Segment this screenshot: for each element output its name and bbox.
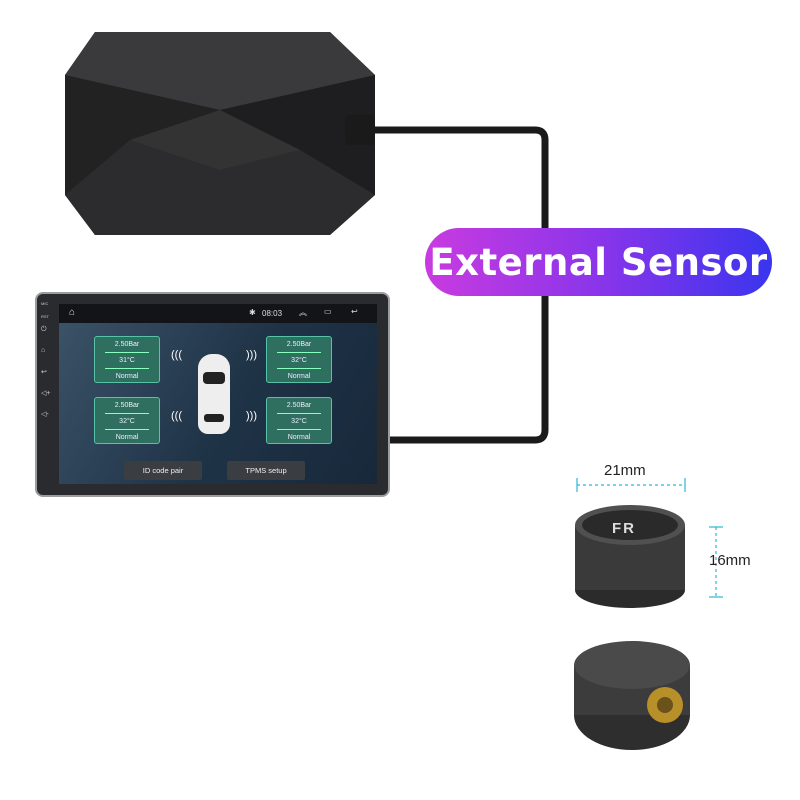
expand-icon[interactable]: ︽: [299, 308, 307, 317]
clock: 08:03: [262, 309, 283, 318]
recent-apps-icon[interactable]: ▭: [324, 307, 332, 316]
bluetooth-icon: ✱: [249, 308, 256, 317]
sensor-height-label: 16mm: [709, 552, 751, 569]
sensor-cap-label: FR: [612, 520, 636, 537]
power-icon[interactable]: ⏻: [41, 326, 47, 333]
receiver-module: [65, 32, 375, 235]
id-code-pair-button[interactable]: ID code pair: [124, 461, 202, 480]
home-icon[interactable]: ⌂: [69, 307, 76, 318]
signal-icon: (((: [171, 410, 182, 422]
car-icon: [198, 354, 230, 434]
sensor-width-label: 21mm: [604, 462, 646, 479]
back-icon[interactable]: ↩: [41, 369, 47, 376]
mic-label: MIC: [41, 301, 49, 306]
external-sensor-badge: External Sensor: [425, 228, 772, 296]
status-bar: ⌂ ✱ 08:03 ︽ ▭ ↩: [59, 304, 377, 323]
volume-up-icon[interactable]: ◁+: [41, 390, 51, 397]
volume-down-icon[interactable]: ◁-: [41, 411, 49, 418]
head-unit: MIC RST ⏻ ⌂ ↩ ◁+ ◁- ⌂ ✱ 08:03 ︽ ▭ ↩ 2.50…: [35, 292, 390, 497]
home-icon[interactable]: ⌂: [41, 347, 46, 354]
tpms-setup-button[interactable]: TPMS setup: [227, 461, 305, 480]
signal-icon: ))): [246, 349, 257, 361]
tire-sensor-bottom: [574, 641, 690, 750]
signal-icon: ))): [246, 410, 257, 422]
back-icon[interactable]: ↩: [351, 307, 358, 316]
rst-label: RST: [41, 314, 49, 319]
signal-icon: (((: [171, 349, 182, 361]
tire-sensor-top: [575, 505, 685, 608]
dimension-lines: [576, 478, 723, 598]
